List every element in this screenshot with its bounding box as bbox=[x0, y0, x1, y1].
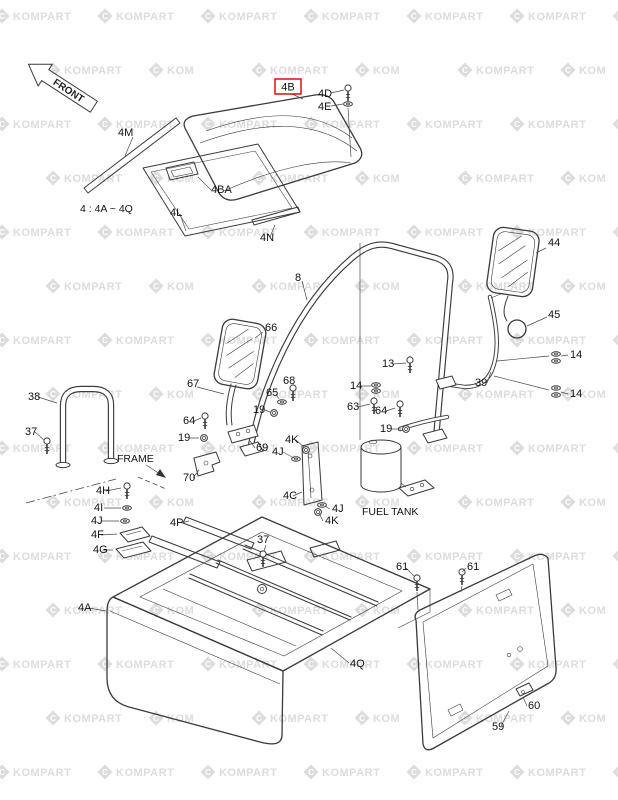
callout-4jc[interactable]: 4J bbox=[332, 503, 344, 515]
callout-65[interactable]: 65 bbox=[266, 387, 278, 399]
nut-icon bbox=[314, 508, 322, 516]
callout-4h[interactable]: 4H bbox=[96, 485, 110, 497]
callout-45[interactable]: 45 bbox=[548, 309, 560, 321]
callout-68[interactable]: 68 bbox=[283, 375, 295, 387]
callout-4p[interactable]: 4P bbox=[170, 517, 183, 529]
mirror-right-assembly bbox=[435, 226, 561, 398]
callout-4d[interactable]: 4D bbox=[318, 88, 332, 100]
nut-icon bbox=[270, 409, 278, 417]
callout-4a[interactable]: 4A bbox=[78, 602, 92, 614]
floor-frame bbox=[106, 516, 431, 745]
callout-4l[interactable]: 4L bbox=[170, 207, 182, 219]
callout-4q[interactable]: 4Q bbox=[350, 658, 365, 670]
leader-lines bbox=[34, 89, 569, 727]
bracket-70 bbox=[193, 451, 221, 477]
callout-37b[interactable]: 37 bbox=[257, 534, 269, 546]
callout-67[interactable]: 67 bbox=[187, 378, 199, 390]
callout-44[interactable]: 44 bbox=[548, 237, 560, 249]
washer-icon bbox=[343, 101, 353, 107]
bracket-60 bbox=[515, 682, 534, 697]
mirror-left-assembly bbox=[193, 318, 297, 477]
callout-4ka[interactable]: 4K bbox=[285, 434, 299, 446]
roll-bar-foot bbox=[422, 428, 448, 444]
nut-icon bbox=[200, 434, 208, 442]
mirror-hook-45 bbox=[503, 295, 509, 322]
callout-4f[interactable]: 4F bbox=[91, 529, 104, 541]
small-parts-column bbox=[115, 482, 152, 559]
trim-strip-4m bbox=[83, 117, 181, 194]
washer-icon bbox=[551, 351, 561, 357]
fuel-tank bbox=[360, 439, 435, 497]
washer-icon bbox=[371, 382, 381, 388]
washer-icon bbox=[277, 399, 287, 405]
callout-66[interactable]: 66 bbox=[265, 322, 277, 334]
callout-19c[interactable]: 19 bbox=[380, 423, 392, 435]
callout-19b[interactable]: 19 bbox=[178, 432, 190, 444]
callout-4ja[interactable]: 4J bbox=[91, 515, 103, 527]
callout-14c[interactable]: 14 bbox=[570, 388, 582, 400]
callout-4i[interactable]: 4I bbox=[94, 502, 103, 514]
bracket-4c bbox=[291, 441, 327, 516]
callout-8[interactable]: 8 bbox=[295, 272, 301, 284]
mirror-arm bbox=[225, 383, 237, 426]
callout-37a[interactable]: 37 bbox=[25, 426, 37, 438]
callout-14a[interactable]: 14 bbox=[350, 380, 362, 392]
callout-4ba[interactable]: 4BA bbox=[211, 184, 232, 196]
tank-bracket bbox=[398, 479, 435, 497]
callout-69[interactable]: 69 bbox=[256, 442, 268, 454]
callout-61b[interactable]: 61 bbox=[467, 561, 479, 573]
callout-61a[interactable]: 61 bbox=[396, 561, 408, 573]
callout-39[interactable]: 39 bbox=[475, 377, 487, 389]
callout-59[interactable]: 59 bbox=[492, 721, 504, 733]
side-panel bbox=[413, 553, 557, 751]
callout-70[interactable]: 70 bbox=[183, 472, 195, 484]
callout-4b[interactable]: 4B bbox=[281, 82, 294, 94]
callout-4c[interactable]: 4C bbox=[283, 490, 297, 502]
arm-mount-plate bbox=[435, 375, 457, 390]
callout-4m[interactable]: 4M bbox=[118, 127, 133, 139]
callout-64b[interactable]: 64 bbox=[375, 405, 387, 417]
callout-38[interactable]: 38 bbox=[28, 391, 40, 403]
washer-icon bbox=[551, 358, 561, 364]
frame-note: FRAME bbox=[117, 453, 154, 465]
frame-direction-arrow bbox=[25, 464, 167, 504]
nut-icon bbox=[402, 425, 410, 433]
callout-63[interactable]: 63 bbox=[347, 401, 359, 413]
callout-4g[interactable]: 4G bbox=[93, 544, 108, 556]
callout-13[interactable]: 13 bbox=[382, 358, 394, 370]
grab-handle bbox=[43, 385, 119, 469]
range-note: 4 : 4A ~ 4Q bbox=[80, 203, 133, 215]
trim-strips-4p bbox=[148, 516, 255, 569]
washer-icon bbox=[122, 505, 132, 511]
callout-60[interactable]: 60 bbox=[528, 700, 540, 712]
plate-4g bbox=[115, 541, 152, 559]
trim-strip-4n bbox=[251, 206, 301, 226]
highlight-box-4b[interactable]: 4B bbox=[274, 78, 302, 95]
callout-4jb[interactable]: 4J bbox=[272, 446, 284, 458]
washer-icon bbox=[371, 388, 381, 394]
mirror-glass bbox=[486, 226, 540, 298]
washer-icon bbox=[317, 502, 327, 508]
washer-icon bbox=[551, 385, 561, 391]
canopy-panel bbox=[183, 94, 363, 201]
callout-4e[interactable]: 4E bbox=[318, 101, 331, 113]
callout-19a[interactable]: 19 bbox=[253, 404, 265, 416]
callout-4n[interactable]: 4N bbox=[260, 232, 274, 244]
clamp-69 bbox=[227, 424, 259, 444]
fuel-tank-note: FUEL TANK bbox=[362, 506, 418, 518]
callout-4kb[interactable]: 4K bbox=[325, 515, 339, 527]
nut-icon bbox=[302, 446, 310, 454]
callout-14b[interactable]: 14 bbox=[570, 349, 582, 361]
mirror-glass bbox=[213, 318, 267, 390]
washer-icon bbox=[551, 392, 561, 398]
washer-icon bbox=[120, 518, 130, 524]
callout-64a[interactable]: 64 bbox=[183, 415, 195, 427]
plate-4f bbox=[119, 526, 151, 543]
